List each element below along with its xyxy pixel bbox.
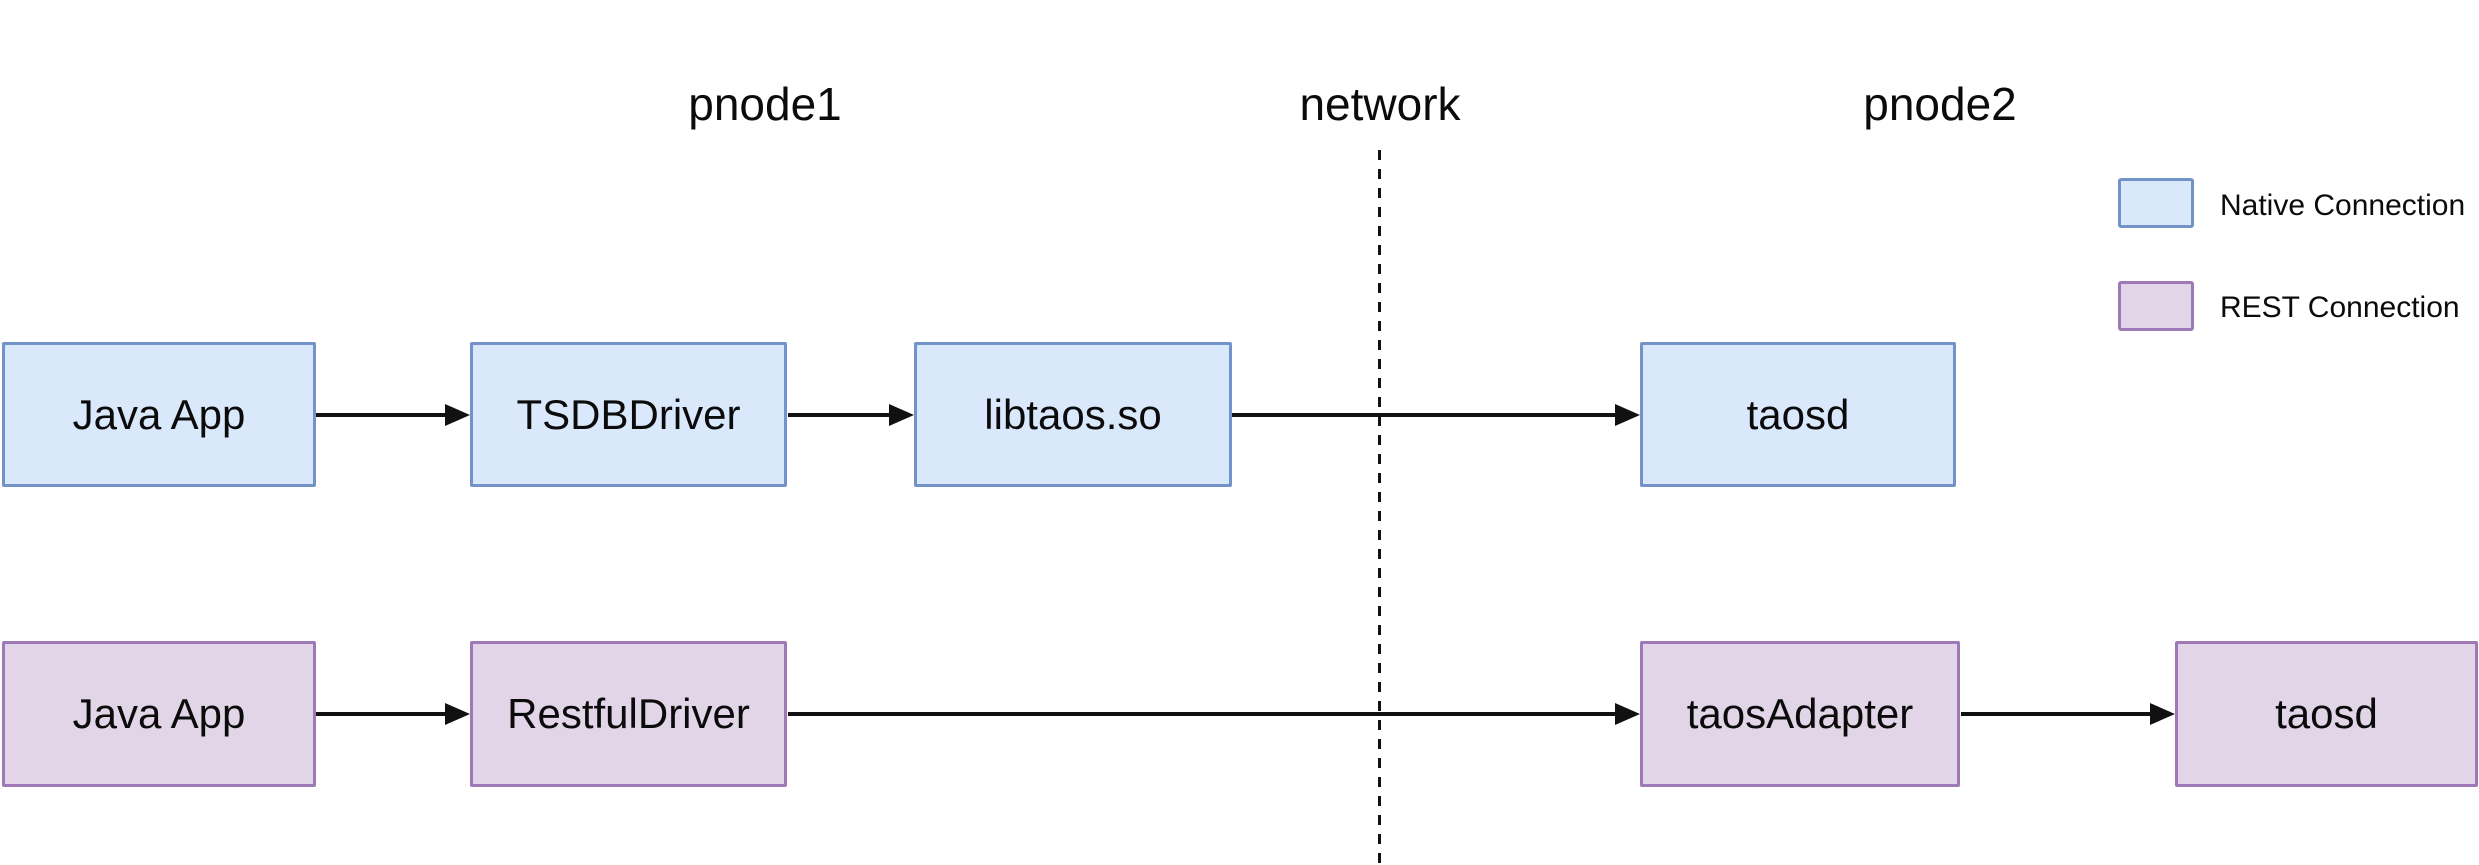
legend-swatch-rest-connection (2118, 281, 2194, 331)
legend-label-native-connection: Native Connection (2220, 189, 2466, 222)
zone-label-network: network (1299, 78, 1461, 130)
node-label: TSDBDriver (516, 390, 741, 438)
node-tsdbdriver: TSDBDriver (470, 342, 787, 487)
arrow-restfuldriver-to-taosadapter (788, 712, 1615, 716)
arrow-libtaos-to-taosd (1232, 413, 1615, 417)
arrow-tsdbdriver-to-libtaos (788, 413, 889, 417)
node-taosd-rest: taosd (2175, 641, 2478, 787)
zone-label-pnode1: pnode1 (688, 78, 842, 130)
legend-label-rest-connection: REST Connection (2220, 291, 2460, 324)
arrow-javaapp-to-restfuldriver (316, 712, 445, 716)
node-label: libtaos.so (984, 390, 1162, 438)
node-taosd-native: taosd (1640, 342, 1956, 487)
arrow-taosadapter-to-taosd (1961, 712, 2150, 716)
zone-label-pnode2: pnode2 (1863, 78, 2017, 130)
legend-swatch-native-connection (2118, 178, 2194, 228)
node-label: taosd (2275, 690, 2378, 737)
node-label: taosd (1746, 390, 1850, 438)
node-label: Java App (72, 390, 246, 438)
node-restfuldriver: RestfulDriver (470, 641, 787, 787)
node-taosadapter: taosAdapter (1640, 641, 1960, 787)
arrow-javaapp-to-tsdbdriver (316, 413, 445, 417)
node-libtaos-so: libtaos.so (914, 342, 1232, 487)
network-boundary-line (1378, 150, 1381, 865)
node-label: taosAdapter (1686, 690, 1914, 737)
node-label: RestfulDriver (507, 690, 750, 737)
node-java-app-rest: Java App (2, 641, 316, 787)
node-java-app-native: Java App (2, 342, 316, 487)
node-label: Java App (72, 690, 246, 737)
